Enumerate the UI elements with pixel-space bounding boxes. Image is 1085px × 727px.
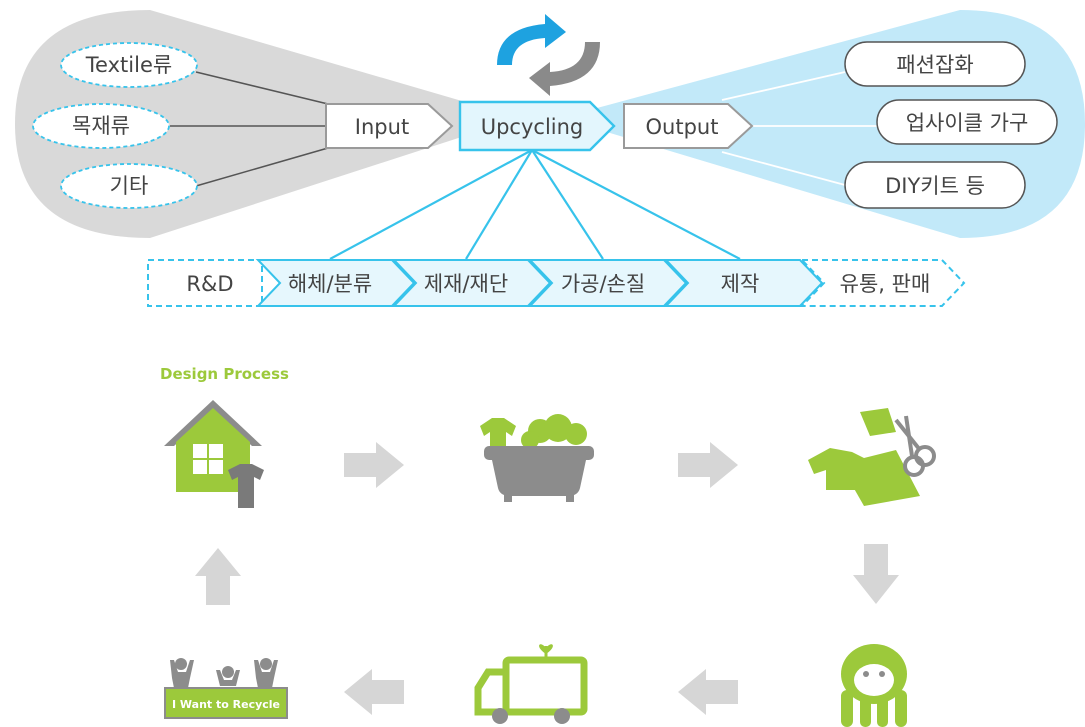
arrow-right-icon (344, 442, 404, 488)
monkey-toy-icon (841, 644, 907, 727)
delivery-truck-icon (474, 644, 588, 724)
recycle-people-icon: I Want to Recycle (164, 658, 288, 719)
stage-chevron-rd: R&D (147, 259, 263, 307)
stage-label: 제작 (721, 272, 760, 296)
input-item-label: Textile류 (85, 53, 172, 77)
arrow-right-icon (678, 442, 738, 488)
input-item-label: 기타 (110, 174, 149, 198)
input-item-wood: 목재류 (32, 103, 170, 149)
input-item-other: 기타 (60, 163, 198, 209)
cycle-arrows-icon (497, 14, 600, 96)
input-connectors (170, 71, 329, 187)
output-connectors (721, 71, 877, 186)
stage-chevron-process: 가공/손질 (527, 259, 688, 307)
stage-label: 제재/재단 (424, 272, 508, 296)
upcycling-box-label: Upcycling (481, 115, 584, 139)
input-box: Input (325, 103, 454, 149)
cutting-scissors-icon (808, 408, 936, 506)
design-process-title: Design Process (160, 365, 289, 383)
upcycling-flow-diagram: Textile류 목재류 기타 Input Upcycling Output (15, 10, 1085, 307)
output-box: Output (623, 103, 754, 149)
washing-tub-icon (480, 414, 594, 502)
arrow-up-icon (195, 548, 241, 605)
output-item-diy: DIY키트 등 (844, 161, 1026, 209)
output-item-label: 패션잡화 (896, 53, 973, 77)
arrow-left-icon (344, 669, 404, 715)
input-box-label: Input (355, 115, 409, 139)
arrow-left-icon (678, 669, 738, 715)
arrow-down-icon (853, 544, 899, 604)
output-box-label: Output (646, 115, 719, 139)
output-item-fashion: 패션잡화 (844, 41, 1026, 87)
input-item-textile: Textile류 (60, 42, 198, 88)
house-with-shirt-icon (164, 400, 264, 508)
stage-chevron-sales: 유통, 판매 (799, 259, 966, 307)
stage-label: 해체/분류 (288, 272, 372, 296)
input-item-label: 목재류 (72, 114, 130, 138)
stage-label: 가공/손질 (561, 272, 645, 296)
recycle-badge-label: I Want to Recycle (172, 698, 280, 711)
output-item-label: DIY키트 등 (885, 174, 985, 198)
output-item-furniture: 업사이클 가구 (876, 99, 1058, 145)
stage-label: 유통, 판매 (840, 272, 931, 296)
stage-label: R&D (186, 272, 233, 296)
upcycling-box: Upcycling (458, 100, 616, 152)
stage-connectors (329, 149, 741, 260)
stage-chevron-cut: 제재/재단 (391, 259, 552, 307)
stage-chevron-make: 제작 (663, 259, 824, 307)
stage-chevron-dismantle: 해체/분류 (255, 259, 416, 307)
output-item-label: 업사이클 가구 (906, 111, 1029, 135)
design-process-diagram: Design Process (160, 365, 936, 727)
